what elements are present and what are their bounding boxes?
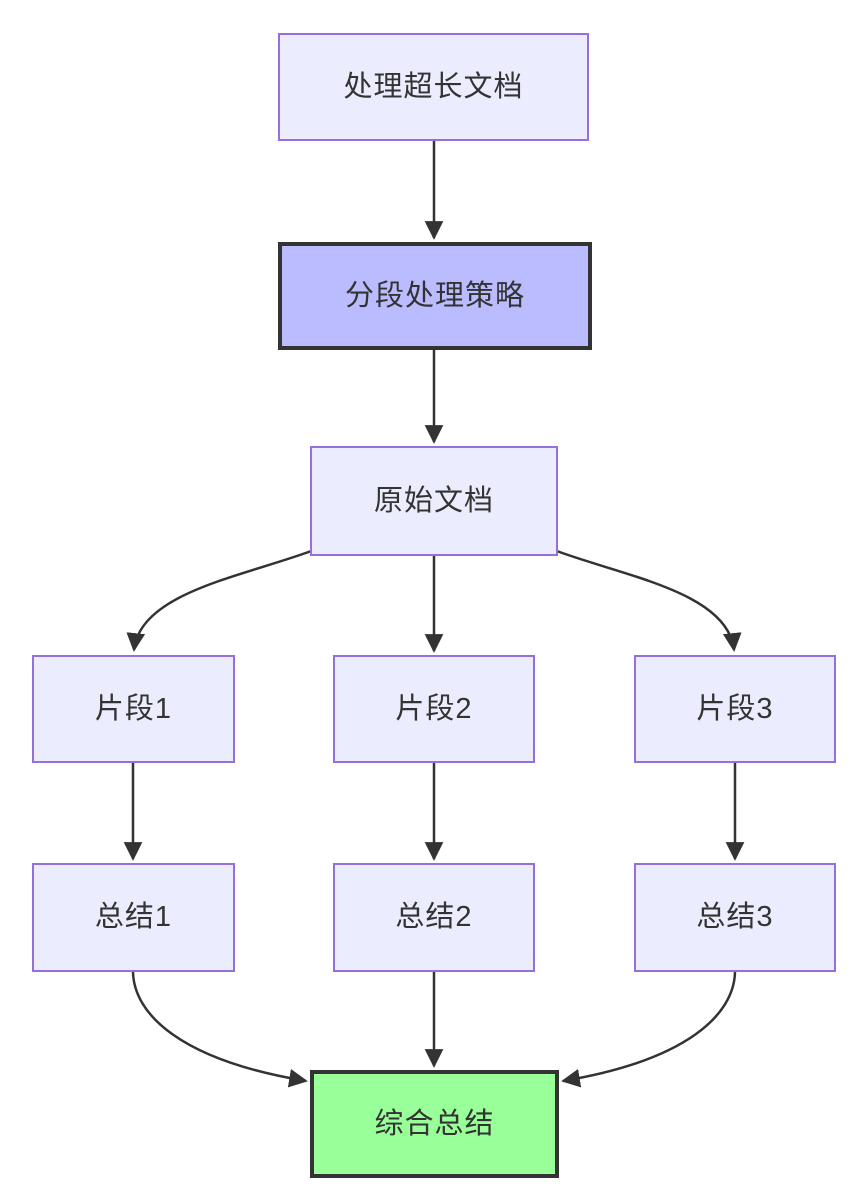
node-label: 处理超长文档: [343, 70, 524, 103]
edge-c-d1: [126, 548, 315, 652]
node-label: 综合总结: [374, 1107, 495, 1140]
node-label: 片段3: [696, 692, 774, 725]
node-label: 片段1: [94, 692, 173, 725]
node-fragment-3: 片段3: [634, 655, 836, 763]
node-summary-1: 总结1: [32, 863, 235, 972]
node-label: 总结2: [395, 901, 473, 933]
node-summary-2: 总结2: [333, 863, 535, 972]
node-original-document: 原始文档: [310, 446, 558, 556]
edge-e1-f: [131, 971, 308, 1088]
edge-c-d3: [553, 548, 742, 652]
node-segmentation-strategy: 分段处理策略: [278, 242, 592, 350]
node-label: 总结1: [94, 901, 173, 933]
node-label: 原始文档: [373, 484, 494, 517]
node-process-long-document: 处理超长文档: [278, 33, 589, 141]
node-final-summary: 综合总结: [310, 1070, 559, 1178]
node-summary-3: 总结3: [634, 863, 836, 972]
node-fragment-2: 片段2: [333, 655, 535, 763]
node-fragment-1: 片段1: [32, 655, 235, 763]
edge-e3-f: [561, 971, 737, 1088]
node-label: 总结3: [696, 901, 774, 933]
node-label: 片段2: [395, 692, 473, 725]
node-label: 分段处理策略: [344, 279, 525, 312]
